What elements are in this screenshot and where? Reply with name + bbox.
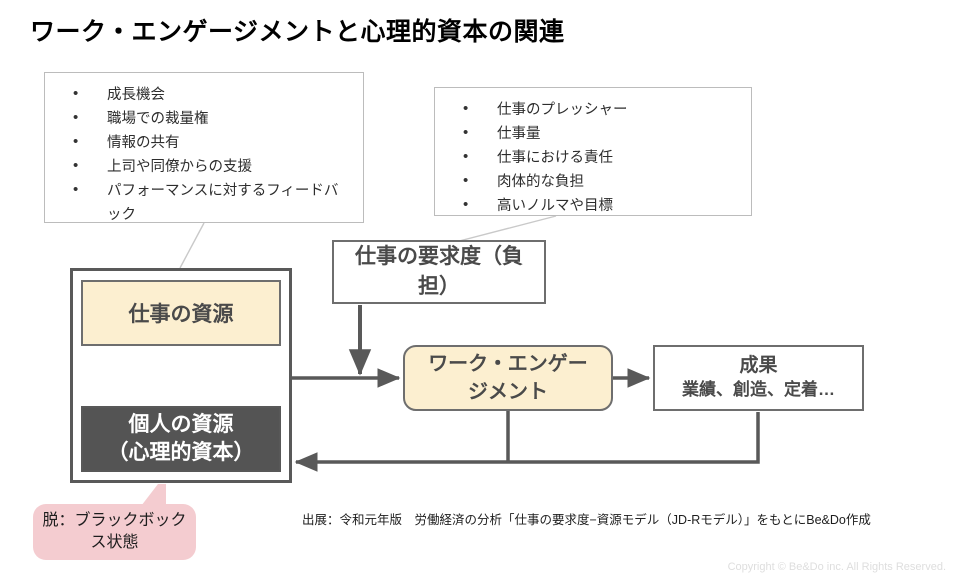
callout-black-box: 脱：ブラックボック ス状態 bbox=[33, 504, 196, 560]
box-outcomes-subtitle: 業績、創造、定着… bbox=[682, 380, 835, 399]
box-outcomes-title: 成果 bbox=[739, 355, 778, 376]
box-outcomes[interactable]: 成果 業績、創造、定着… bbox=[653, 345, 864, 411]
list-item: 仕事における責任 bbox=[457, 145, 737, 170]
list-item: 高いノルマや目標 bbox=[457, 193, 737, 218]
leader-line-resources bbox=[179, 222, 205, 269]
box-job-demands-line2: 担） bbox=[418, 275, 460, 298]
list-item: 肉体的な負担 bbox=[457, 169, 737, 194]
list-item: 仕事のプレッシャー bbox=[457, 97, 737, 122]
box-personal-resources-line2: （心理的資本） bbox=[107, 441, 255, 464]
box-job-demands-line1: 仕事の要求度（負 bbox=[355, 245, 523, 268]
callout-line1: 脱：ブラックボック bbox=[42, 512, 187, 529]
list-item: 仕事量 bbox=[457, 121, 737, 146]
job-resources-list-box: 成長機会 職場での裁量権 情報の共有 上司や同僚からの支援 パフォーマンスに対す… bbox=[44, 72, 364, 223]
source-note: 出展：令和元年版 労働経済の分析「仕事の要求度−資源モデル（JD-Rモデル）」を… bbox=[302, 513, 871, 527]
list-item: 上司や同僚からの支援 bbox=[67, 154, 349, 179]
box-personal-resources-line1: 個人の資源 bbox=[128, 413, 234, 436]
job-demands-items: 仕事のプレッシャー 仕事量 仕事における責任 肉体的な負担 高いノルマや目標 bbox=[435, 88, 751, 228]
box-work-engagement-line2: ジメント bbox=[468, 381, 548, 403]
list-item: 成長機会 bbox=[67, 82, 349, 107]
box-job-demands[interactable]: 仕事の要求度（負 担） bbox=[332, 240, 546, 304]
box-work-engagement-line1: ワーク・エンゲー bbox=[428, 353, 588, 375]
list-item: 情報の共有 bbox=[67, 130, 349, 155]
job-resources-items: 成長機会 職場での裁量権 情報の共有 上司や同僚からの支援 パフォーマンスに対す… bbox=[45, 73, 363, 237]
box-personal-resources[interactable]: 個人の資源 （心理的資本） bbox=[81, 406, 281, 472]
job-demands-list-box: 仕事のプレッシャー 仕事量 仕事における責任 肉体的な負担 高いノルマや目標 bbox=[434, 87, 752, 217]
callout-line2: ス状態 bbox=[90, 534, 139, 551]
list-item: 職場での裁量権 bbox=[67, 106, 349, 131]
copyright-notice: Copyright © Be&Do inc. All Rights Reserv… bbox=[727, 561, 946, 573]
box-job-resources[interactable]: 仕事の資源 bbox=[81, 280, 281, 346]
page-title: ワーク・エンゲージメントと心理的資本の関連 bbox=[30, 18, 565, 46]
box-work-engagement[interactable]: ワーク・エンゲー ジメント bbox=[403, 345, 613, 411]
box-job-resources-label: 仕事の資源 bbox=[128, 303, 234, 326]
list-item: パフォーマンスに対するフィードバック bbox=[67, 178, 349, 227]
